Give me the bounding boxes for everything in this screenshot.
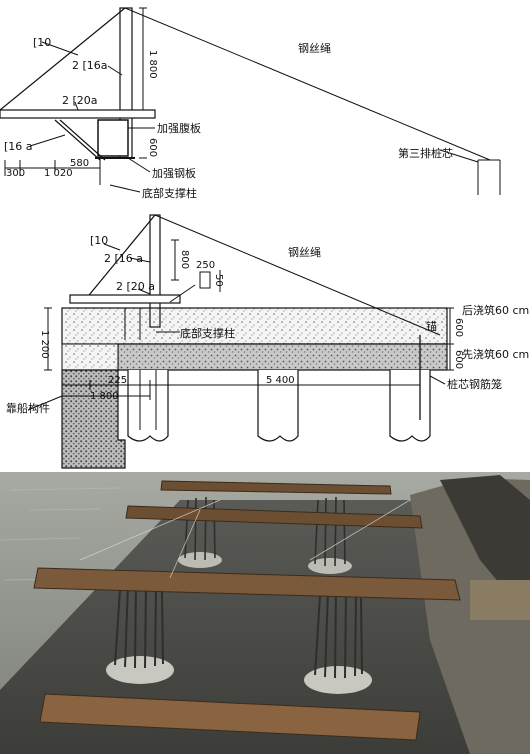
label-support-column-mid: 底部支撑柱 [180,326,235,340]
label-anchor: 锚 [426,319,437,333]
photo-timber-bottom [39,693,421,741]
middle-wire-rope [154,214,441,336]
leader-third-row [439,149,479,163]
label-dim-800-mid: 800 [179,250,190,269]
construction-photo [0,472,530,754]
photo-pile-right-front [304,587,372,694]
label-dim-580: 580 [70,158,89,169]
label-dim-300: 300 [6,168,25,179]
leader-ch16a [107,65,123,76]
label-dim-600a: 600 [453,318,464,337]
label-ch16a-lower: [16 a [4,140,33,153]
label-dim-5400: 5 400 [266,375,295,386]
rafter-left [0,7,126,111]
label-dim-1200: 1 200 [39,330,50,359]
photo-pile-left-front [106,581,174,684]
diagonal-brace [54,119,101,161]
label-dim-1800: 1 800 [147,50,158,79]
photo-pile-left-back [178,496,222,568]
photo-beam-back [160,480,392,495]
label-dim-1020: 1 020 [44,168,73,179]
leader-support [109,184,141,193]
pile-1 [127,370,169,442]
label-berthing-member: 靠船构件 [6,401,50,415]
label-dim-225: 225 [108,375,127,386]
label-pile-cage: 桩芯钢筋笼 [447,377,502,391]
label-dim-600b: 600 [453,350,464,369]
middle-column [149,214,161,328]
label-dim-50: 50 [213,274,224,287]
photo-beam-middle [125,505,423,529]
leader-steel-plate [127,157,151,173]
label-dim-600: 600 [147,138,158,157]
label-ch16a-mid: 2 [16 a [104,252,143,265]
leader-ch10 [41,41,79,56]
label-ch10: [10 [33,36,51,49]
rear-pour-slab [61,307,448,345]
label-support-column-top: 底部支撑柱 [142,186,197,200]
photo-beam-front [33,567,461,601]
label-first-pour: 先浇筑60 cm [462,347,529,361]
label-ch16a-upper: 2 [16a [72,59,108,72]
strengthening-web-box [97,119,129,157]
label-ch10-mid: [10 [90,234,108,247]
pile-2 [257,370,299,442]
label-wire-rope-mid: 钢丝绳 [288,245,321,259]
berthing-member-shape [61,369,126,469]
label-ch20a-mid: 2 [20 a [116,280,155,293]
middle-rafter [84,214,156,301]
photo-deck [0,500,520,754]
label-steel-plate: 加强钢板 [152,166,196,180]
label-dim-1800-mid: 1 800 [90,391,119,402]
label-third-row-pile: 第三排桩芯 [398,146,453,160]
label-rear-pour: 后浇筑60 cm [462,303,529,317]
top-drawing: [10 2 [16a 2 [20a [16 a 1 800 600 钢丝绳 加强… [0,7,501,200]
label-wire-rope-top: 钢丝绳 [298,41,331,55]
label-ch20a: 2 [20a [62,94,98,107]
middle-beam [69,294,181,304]
photo-pile-right-back [308,496,352,574]
first-pour-slab [117,343,448,371]
label-dim-250: 250 [196,260,215,271]
horizontal-beam [0,109,156,119]
wire-rope-line [124,7,491,161]
middle-drawing: [10 2 [16 a 800 250 50 钢丝绳 2 [20 a 后浇筑60… [6,214,529,469]
channel-detail [199,271,211,289]
leader-ch20a [74,101,79,111]
leader-ch16a-lower [29,134,66,147]
label-web-plate: 加强腹板 [157,121,201,135]
